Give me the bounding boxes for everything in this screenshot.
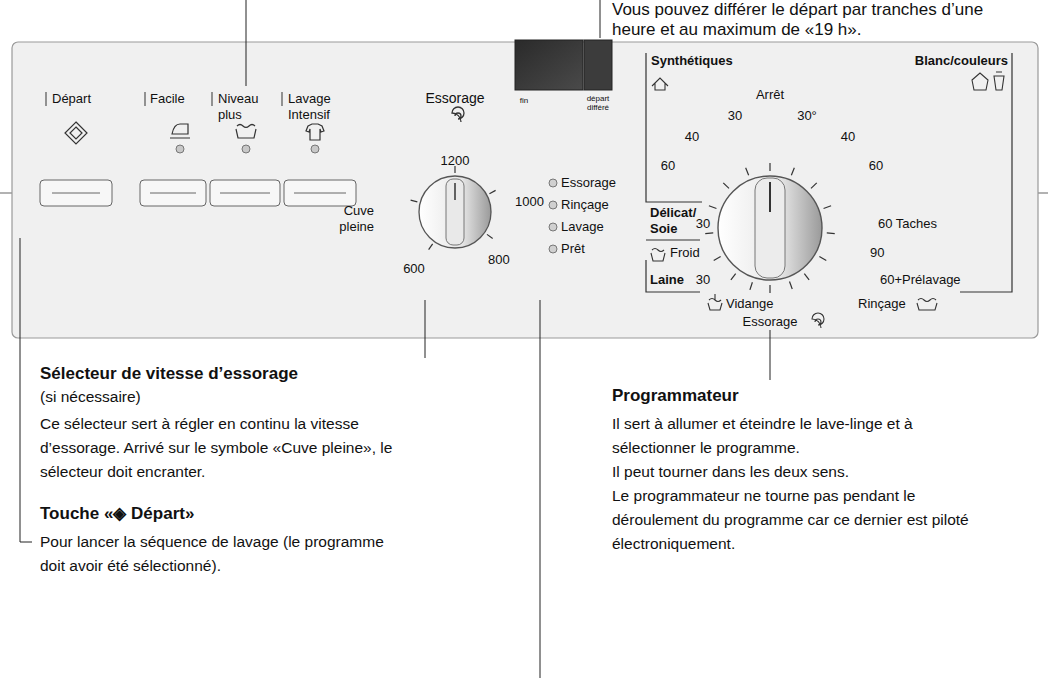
programme-setting: Froid [670,245,700,261]
tick-mark [746,168,749,175]
programme-setting: 30 [722,108,748,124]
delay-button [584,40,612,90]
speed-value: 600 [394,261,434,277]
tick-mark [804,274,809,280]
callout-note: Vous pouvez différer le départ par tranc… [612,0,992,40]
programme-setting: Rinçage [858,296,906,312]
tick-mark [709,206,717,209]
spin-knob-mark [454,183,456,200]
status-leds [549,179,557,253]
callout-text: Il peut tourner dans les deux sens. [612,460,849,484]
callout-text: Le programmateur ne tourne pas pendant l… [612,484,987,556]
status-label: Essorage [561,175,616,191]
programme-ticks [705,163,835,293]
status-label: Rinçage [561,197,609,213]
speed-value: 800 [488,252,510,268]
programme-setting: 30 [690,216,716,232]
speed-value: Cuve pleine [326,203,374,234]
tick-mark [723,183,729,189]
programme-setting: 30 [690,272,716,288]
button-label: Lavage Intensif [288,91,350,122]
programme-setting: 60 [655,158,681,174]
tick-mark [489,190,495,193]
leader-lines [20,0,770,678]
button-leds [176,145,319,153]
spin-knob [419,176,491,248]
programme-setting: 30° [791,108,823,124]
tick-mark [714,257,721,261]
programme-group: Blanc/couleurs [878,53,1008,69]
rail-line [1038,192,1048,194]
callout-text: (si nécessaire) [40,388,141,407]
programme-setting: Essorage [735,314,805,330]
tick-mark [769,163,770,171]
selector-title: Essorage [405,90,505,107]
programme-icons [651,72,1004,328]
tick-mark [789,282,792,290]
tick-mark [487,234,493,238]
tick-mark [411,200,418,202]
programme-setting: Vidange [726,296,773,312]
tick-mark [819,257,826,261]
display-window [515,40,583,90]
tick-mark [827,232,835,234]
programme-setting: Arrêt [745,87,795,103]
programme-group: Synthétiques [651,53,733,69]
status-label: Prêt [561,241,585,257]
button-label: Départ [52,91,91,107]
programme-knob-mark [769,182,771,212]
callout-title: Programmateur [612,386,739,406]
button-label: Niveau plus [218,91,274,122]
callout-title: Touche «◈ Départ» [40,504,194,524]
spin-ticks [411,166,496,250]
callout-text: Pour lancer la séquence de lavage (le pr… [40,530,390,578]
programme-group: Laine [650,272,684,288]
programme-setting: 90 [870,245,884,261]
display-label: fin [509,96,539,106]
tick-mark [731,274,736,280]
programme-knob [718,176,822,280]
tick-mark [750,282,752,290]
speed-value: 1200 [430,153,480,169]
programme-setting: 60 Taches [878,216,937,232]
rail-line [0,192,12,194]
spin-icon [452,107,464,122]
programme-group-lines [646,53,1012,292]
tick-mark [705,232,713,234]
tick-mark [429,244,433,250]
status-label: Lavage [561,219,604,235]
callout-text: Il sert à allumer et éteindre le lave-li… [612,412,987,460]
push-buttons [40,180,356,206]
speed-value: 1000 [515,194,544,210]
tick-mark [791,168,794,175]
programme-knob-grip [755,178,785,278]
button-icons [65,122,324,144]
callout-title: Sélecteur de vitesse d’essorage [40,364,298,384]
tick-mark [811,183,817,189]
button-label: Facile [150,91,185,107]
display-label: départ différé [576,94,620,112]
programme-setting: 60+Prélavage [880,272,961,288]
programme-setting: 40 [679,129,705,145]
programme-setting: 60 [863,158,889,174]
tick-mark [824,206,832,209]
spin-knob-grip [446,179,464,245]
tick-mark [769,285,770,293]
callout-text: Ce sélecteur sert à régler en continu la… [40,412,425,484]
programme-setting: 40 [835,129,861,145]
